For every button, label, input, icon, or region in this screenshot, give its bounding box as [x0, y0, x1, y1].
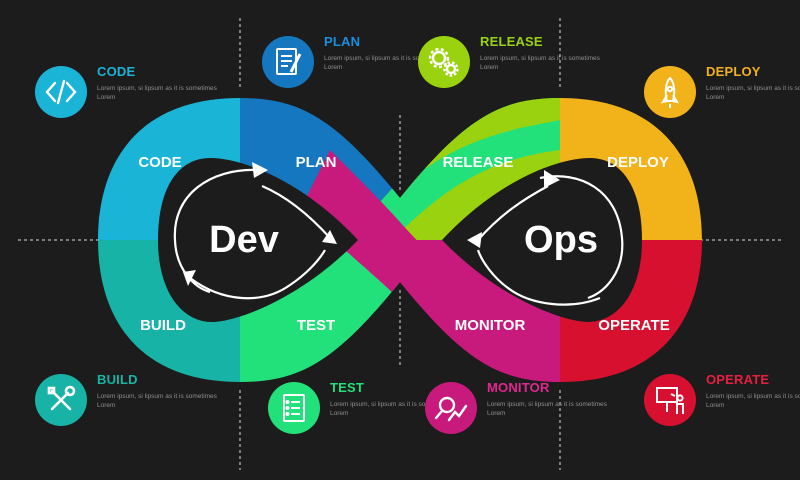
card-monitor-desc: Lorem ipsum, si lipsum as it is sometime…	[487, 401, 607, 417]
card-code: CODE Lorem ipsum, si lipsum as it is som…	[35, 62, 235, 122]
card-test: TEST Lorem ipsum, si lipsum as it is som…	[268, 378, 468, 438]
stage-label-monitor: MONITOR	[455, 317, 526, 334]
card-release-title: RELEASE	[480, 34, 543, 49]
stage-label-operate: OPERATE	[598, 317, 669, 334]
stage-label-code: CODE	[138, 154, 181, 171]
card-release: RELEASE Lorem ipsum, si lipsum as it is …	[418, 32, 618, 92]
checklist-icon	[268, 382, 320, 434]
card-build-title: BUILD	[97, 372, 138, 387]
magnifier-chart-icon	[425, 382, 477, 434]
gears-icon	[418, 36, 470, 88]
band-test-release-top	[400, 98, 560, 198]
ops-cycle-arrows	[476, 175, 624, 306]
rocket-icon	[644, 66, 696, 118]
card-code-title: CODE	[97, 64, 136, 79]
inner-hole-dev	[158, 158, 358, 322]
dev-arrowheads	[183, 162, 337, 286]
presenter-screen-icon	[644, 374, 696, 426]
card-deploy-title: DEPLOY	[706, 64, 761, 79]
card-deploy-desc: Lorem ipsum, si lipsum as it is sometime…	[706, 85, 800, 101]
card-test-desc: Lorem ipsum, si lipsum as it is sometime…	[330, 401, 450, 417]
card-plan-title: PLAN	[324, 34, 361, 49]
card-code-desc: Lorem ipsum, si lipsum as it is sometime…	[97, 85, 217, 101]
inner-hole-ops	[442, 158, 642, 322]
notepad-pen-icon	[262, 36, 314, 88]
card-operate-title: OPERATE	[706, 372, 770, 387]
stage-label-release: RELEASE	[443, 154, 514, 171]
wrench-screwdriver-icon	[35, 374, 87, 426]
stage-label-build: BUILD	[140, 317, 186, 334]
card-operate: OPERATE Lorem ipsum, si lipsum as it is …	[644, 370, 800, 430]
band-test-release	[240, 98, 560, 382]
card-test-title: TEST	[330, 380, 365, 395]
guide-lines	[18, 18, 782, 470]
card-operate-desc: Lorem ipsum, si lipsum as it is sometime…	[706, 393, 800, 409]
card-deploy: DEPLOY Lorem ipsum, si lipsum as it is s…	[644, 62, 800, 122]
card-release-desc: Lorem ipsum, si lipsum as it is sometime…	[480, 55, 600, 71]
card-monitor-title: MONITOR	[487, 380, 550, 395]
card-monitor: MONITOR Lorem ipsum, si lipsum as it is …	[425, 378, 625, 438]
stage-label-test: TEST	[297, 317, 335, 334]
dev-cycle-arrows	[173, 168, 331, 300]
dev-label: Dev	[209, 219, 279, 261]
card-build: BUILD Lorem ipsum, si lipsum as it is so…	[35, 370, 235, 430]
code-brackets-icon	[35, 66, 87, 118]
card-plan: PLAN Lorem ipsum, si lipsum as it is som…	[262, 32, 462, 92]
card-plan-desc: Lorem ipsum, si lipsum as it is sometime…	[324, 55, 444, 71]
ops-arrowheads	[467, 170, 560, 248]
stage-label-deploy: DEPLOY	[607, 154, 669, 171]
card-build-desc: Lorem ipsum, si lipsum as it is sometime…	[97, 393, 217, 409]
stage-label-plan: PLAN	[296, 154, 337, 171]
band-plan-monitor	[300, 150, 505, 382]
ops-label: Ops	[524, 219, 598, 261]
